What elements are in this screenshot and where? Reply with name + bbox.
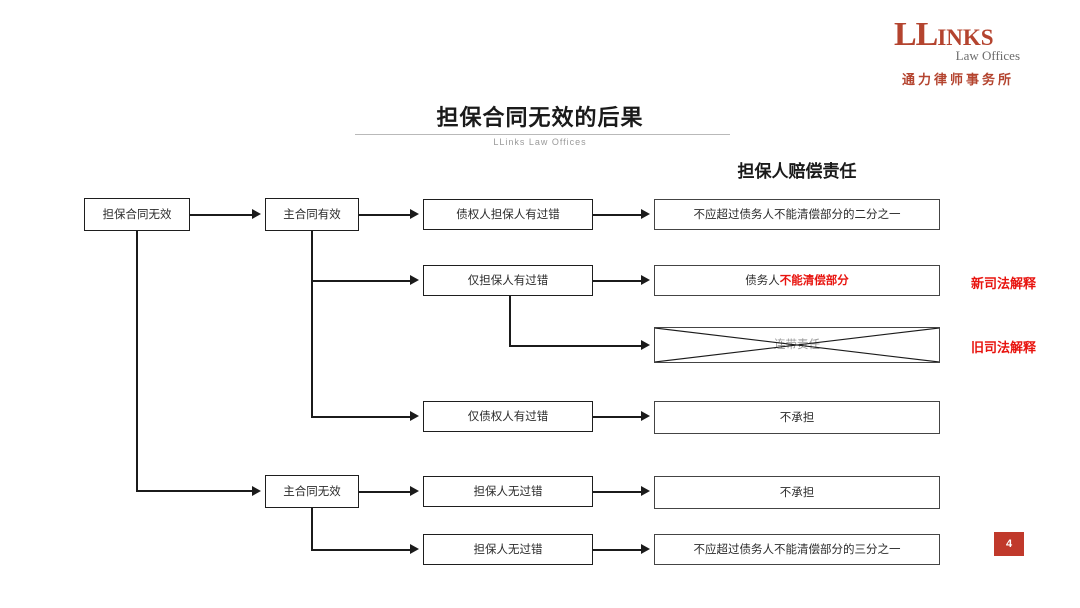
arrowhead-mainvalid-to-cond2 bbox=[410, 275, 419, 285]
node-root[interactable]: 担保合同无效 bbox=[84, 198, 190, 231]
connector-cond1-to-result1 bbox=[593, 214, 643, 216]
result-2-plain-text: 债务人 bbox=[745, 272, 780, 287]
node-result-1[interactable]: 不应超过债务人不能清偿部分的二分之一 bbox=[654, 199, 940, 230]
arrowhead-cond2-to-result3 bbox=[641, 340, 650, 350]
arrowhead-cond1-to-result1 bbox=[641, 209, 650, 219]
connector-mainvalid-to-cond3 bbox=[311, 416, 412, 418]
arrowhead-root-to-main-invalid bbox=[252, 486, 261, 496]
node-result-2[interactable]: 债务人不能清偿部分 bbox=[654, 265, 940, 296]
page-title: 担保合同无效的后果 bbox=[436, 106, 644, 131]
logo-subtitle: Law Offices bbox=[955, 48, 1020, 63]
result-2-highlight-text: 不能清偿部分 bbox=[779, 272, 849, 287]
logo-wordmark-lead: LL bbox=[894, 16, 938, 53]
node-result-4[interactable]: 不承担 bbox=[654, 401, 940, 434]
connector-root-to-main-invalid bbox=[136, 490, 254, 492]
arrowhead-maininvalid-to-cond5 bbox=[410, 544, 419, 554]
connector-maininvalid-trunk bbox=[311, 508, 313, 550]
connector-cond2-to-result3 bbox=[509, 345, 643, 347]
arrowhead-mainvalid-to-cond3 bbox=[410, 411, 419, 421]
node-condition-3[interactable]: 仅债权人有过错 bbox=[423, 401, 593, 432]
node-main-contract-invalid[interactable]: 主合同无效 bbox=[265, 475, 359, 508]
arrowhead-cond4-to-result5 bbox=[641, 486, 650, 496]
connector-mainvalid-to-cond1 bbox=[359, 214, 412, 216]
connector-cond2-to-result2 bbox=[593, 280, 643, 282]
connector-cond2-drop bbox=[509, 296, 511, 347]
connector-root-to-main-valid bbox=[190, 214, 254, 216]
connector-cond4-to-result5 bbox=[593, 491, 643, 493]
arrowhead-cond5-to-result6 bbox=[641, 544, 650, 554]
node-result-6[interactable]: 不应超过债务人不能清偿部分的三分之一 bbox=[654, 534, 940, 565]
arrowhead-cond3-to-result4 bbox=[641, 411, 650, 421]
logo-wordmark-rest: INKS bbox=[937, 25, 994, 50]
connector-mainvalid-to-cond2 bbox=[311, 280, 412, 282]
connector-maininvalid-to-cond5 bbox=[311, 549, 412, 551]
connector-maininvalid-to-cond4 bbox=[359, 491, 412, 493]
result-3-label: 连带责任 bbox=[774, 337, 820, 352]
connector-cond3-to-result4 bbox=[593, 416, 643, 418]
node-result-3-struck-out[interactable]: 连带责任 bbox=[654, 327, 940, 363]
annotation-new-interpretation: 新司法解释 bbox=[971, 277, 1037, 292]
annotation-old-interpretation: 旧司法解释 bbox=[971, 341, 1037, 356]
column-heading-liability: 担保人赔偿责任 bbox=[737, 162, 857, 182]
arrowhead-cond2-to-result2 bbox=[641, 275, 650, 285]
node-condition-2[interactable]: 仅担保人有过错 bbox=[423, 265, 593, 296]
node-main-contract-valid[interactable]: 主合同有效 bbox=[265, 198, 359, 231]
connector-root-drop bbox=[136, 231, 138, 491]
node-condition-1[interactable]: 债权人担保人有过错 bbox=[423, 199, 593, 230]
node-condition-4[interactable]: 担保人无过错 bbox=[423, 476, 593, 507]
node-result-5[interactable]: 不承担 bbox=[654, 476, 940, 509]
connector-cond5-to-result6 bbox=[593, 549, 643, 551]
title-divider bbox=[355, 134, 730, 135]
logo-chinese-name: 通力律师事务所 bbox=[901, 73, 1014, 88]
connector-mainvalid-trunk bbox=[311, 231, 313, 417]
title-subtitle: LLinks Law Offices bbox=[493, 137, 587, 147]
arrowhead-mainvalid-to-cond1 bbox=[410, 209, 419, 219]
llinks-logo: LLINKS Law Offices 通力律师事务所 bbox=[888, 18, 1028, 92]
page-number-badge: 4 bbox=[994, 532, 1024, 556]
node-condition-5[interactable]: 担保人无过错 bbox=[423, 534, 593, 565]
arrowhead-root-to-main-valid bbox=[252, 209, 261, 219]
logo-wordmark: LLINKS bbox=[888, 18, 1028, 55]
arrowhead-maininvalid-to-cond4 bbox=[410, 486, 419, 496]
